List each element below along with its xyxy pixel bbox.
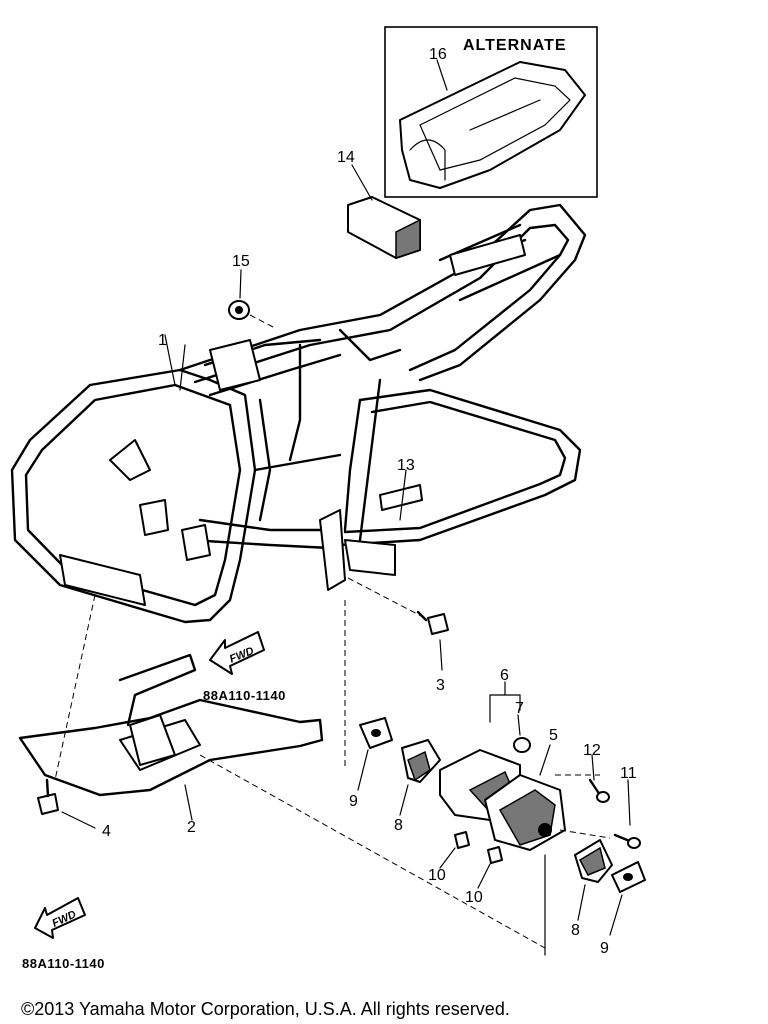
- part-3-bolt: [347, 577, 449, 671]
- fwd-arrow-upper: FWD: [209, 631, 265, 675]
- ref-code-lower: 88A110-1140: [22, 956, 105, 971]
- callout-3: 3: [436, 677, 445, 694]
- callout-16: 16: [429, 46, 447, 63]
- leader-13: [399, 469, 407, 521]
- callout-15: 15: [232, 253, 250, 270]
- part-14-block: [347, 164, 421, 260]
- inset-label: ALTERNATE: [463, 37, 567, 54]
- callout-2: 2: [187, 819, 196, 836]
- callout-8-right: 8: [571, 922, 580, 939]
- part-4-bolt: [37, 778, 96, 829]
- callout-1: 1: [158, 332, 167, 349]
- part-11-bolt: [613, 779, 641, 849]
- callout-7: 7: [515, 700, 524, 717]
- part-1-main-frame: [10, 203, 587, 624]
- engine-mount-group: [344, 600, 646, 956]
- part-2-subframe: [18, 594, 546, 949]
- callout-8-left: 8: [394, 817, 403, 834]
- part-7-nut: [513, 737, 531, 753]
- copyright-notice: ©2013 Yamaha Motor Corporation, U.S.A. A…: [21, 999, 510, 1019]
- callout-10-right: 10: [465, 889, 483, 906]
- callout-10-left: 10: [428, 867, 446, 884]
- callout-6: 6: [500, 667, 509, 684]
- callout-9-left: 9: [349, 793, 358, 810]
- callout-13: 13: [397, 457, 415, 474]
- callout-11: 11: [620, 765, 637, 782]
- ref-code-upper: 88A110-1140: [203, 688, 286, 703]
- part-12-bolt: [588, 754, 610, 803]
- callout-12: 12: [583, 742, 601, 759]
- alternate-inset: ALTERNATE: [384, 26, 598, 198]
- part-16-tray: [399, 61, 586, 189]
- fwd-arrow-lower: FWD: [34, 897, 86, 939]
- callout-9-right: 9: [600, 940, 609, 957]
- callout-4: 4: [102, 823, 111, 840]
- part-10-bolts: [439, 831, 503, 889]
- callout-5: 5: [549, 727, 558, 744]
- callout-14: 14: [337, 149, 355, 166]
- part-15-bushing: [228, 269, 276, 329]
